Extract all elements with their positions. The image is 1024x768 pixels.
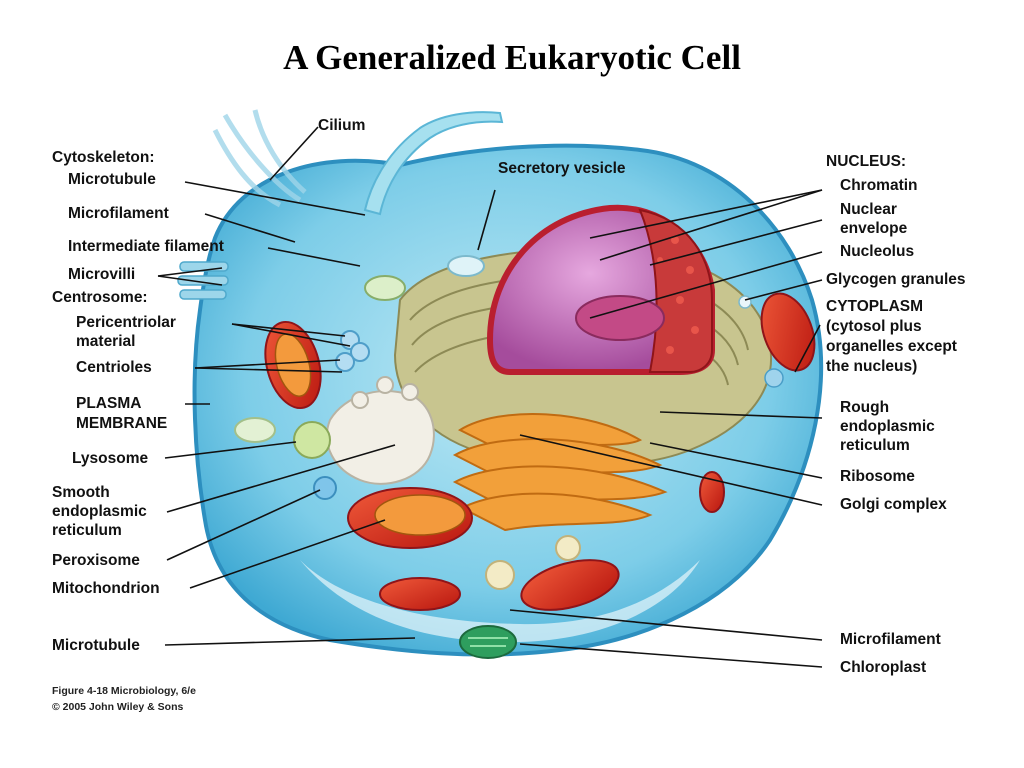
label-microtubule-bottom: Microtubule (52, 637, 140, 654)
label-centrioles: Centrioles (76, 359, 152, 376)
nucleus-structure (486, 204, 715, 375)
vesicle-right (764, 368, 784, 388)
label-ribosome: Ribosome (840, 468, 915, 485)
chloroplast-shape (459, 625, 517, 659)
leader-lines (157, 126, 823, 668)
mitochondrion-bottom (347, 487, 473, 549)
label-plasma-2: MEMBRANE (76, 415, 167, 432)
label-cytoskeleton: Cytoskeleton: (52, 149, 155, 166)
label-lysosome: Lysosome (72, 450, 148, 467)
diagram-title: A Generalized Eukaryotic Cell (283, 38, 741, 77)
label-microtubule-top: Microtubule (68, 171, 156, 188)
label-pericentriolar-2: material (76, 333, 135, 350)
nucleolus-shape (575, 295, 665, 341)
label-mitochondrion: Mitochondrion (52, 580, 160, 597)
label-peroxisome: Peroxisome (52, 552, 140, 569)
label-rough-er-1: Rough (840, 399, 889, 416)
label-cytoplasm-2: (cytosol plus (826, 318, 922, 335)
label-smooth-er-3: reticulum (52, 522, 122, 539)
caption-line-2: © 2005 John Wiley & Sons (52, 701, 184, 713)
cytoplasm-highlight (300, 560, 700, 643)
label-nucleolus: Nucleolus (840, 243, 914, 260)
label-cytoplasm-1: CYTOPLASM (826, 298, 923, 315)
chloroplast-thylakoids (468, 637, 508, 647)
smooth-er-structure (325, 376, 435, 485)
label-glycogen: Glycogen granules (826, 271, 966, 288)
mitochondrion-lower-right (520, 559, 620, 611)
secretory-vesicle-shape (447, 255, 485, 277)
label-cilium: Cilium (318, 117, 365, 134)
label-golgi: Golgi complex (840, 496, 947, 513)
label-cytoplasm-4: the nucleus) (826, 358, 917, 375)
label-rough-er-3: reticulum (840, 437, 910, 454)
label-plasma-1: PLASMA (76, 395, 141, 412)
nuclear-pores (657, 236, 699, 354)
label-microfilament-left: Microfilament (68, 205, 169, 222)
label-intermediate-filament: Intermediate filament (68, 238, 224, 255)
left-labels: Cilium Cytoskeleton: Microtubule Microfi… (52, 117, 365, 654)
label-rough-er-2: endoplasmic (840, 418, 935, 435)
label-nuclear-envelope-2: envelope (840, 220, 908, 237)
mitochondrion-right (760, 292, 816, 372)
label-centrosome: Centrosome: (52, 289, 148, 306)
label-nuclear-envelope-1: Nuclear (840, 201, 897, 218)
lysosome-shape (293, 421, 331, 459)
vesicle-bottom-right (555, 535, 581, 561)
mitochondrion-lower-left (379, 577, 461, 611)
cilium-structure (363, 111, 504, 216)
vesicle-top (364, 275, 406, 301)
golgi-structure (452, 412, 668, 532)
caption-line-1: Figure 4-18 Microbiology, 6/e (52, 685, 196, 697)
label-chloroplast: Chloroplast (840, 659, 926, 676)
label-microvilli: Microvilli (68, 266, 135, 283)
label-smooth-er-1: Smooth (52, 484, 110, 501)
label-pericentriolar-1: Pericentriolar (76, 314, 176, 331)
mitochondrion-far-right (699, 471, 725, 513)
figure-caption: Figure 4-18 Microbiology, 6/e © 2005 Joh… (52, 685, 196, 713)
peroxisome-shape (313, 476, 337, 500)
label-chromatin: Chromatin (840, 177, 918, 194)
label-microfilament-right: Microfilament (840, 631, 941, 648)
label-nucleus: NUCLEUS: (826, 153, 906, 170)
label-secretory-vesicle: Secretory vesicle (498, 160, 626, 177)
mitochondrion-left (264, 320, 322, 410)
label-cytoplasm-3: organelles except (826, 338, 957, 355)
right-labels: Secretory vesicle NUCLEUS: Chromatin Nuc… (498, 153, 966, 676)
cytoskeleton-filaments (212, 109, 307, 208)
label-smooth-er-2: endoplasmic (52, 503, 147, 520)
vesicle-left (234, 417, 276, 443)
vesicle-bottom (485, 560, 515, 590)
